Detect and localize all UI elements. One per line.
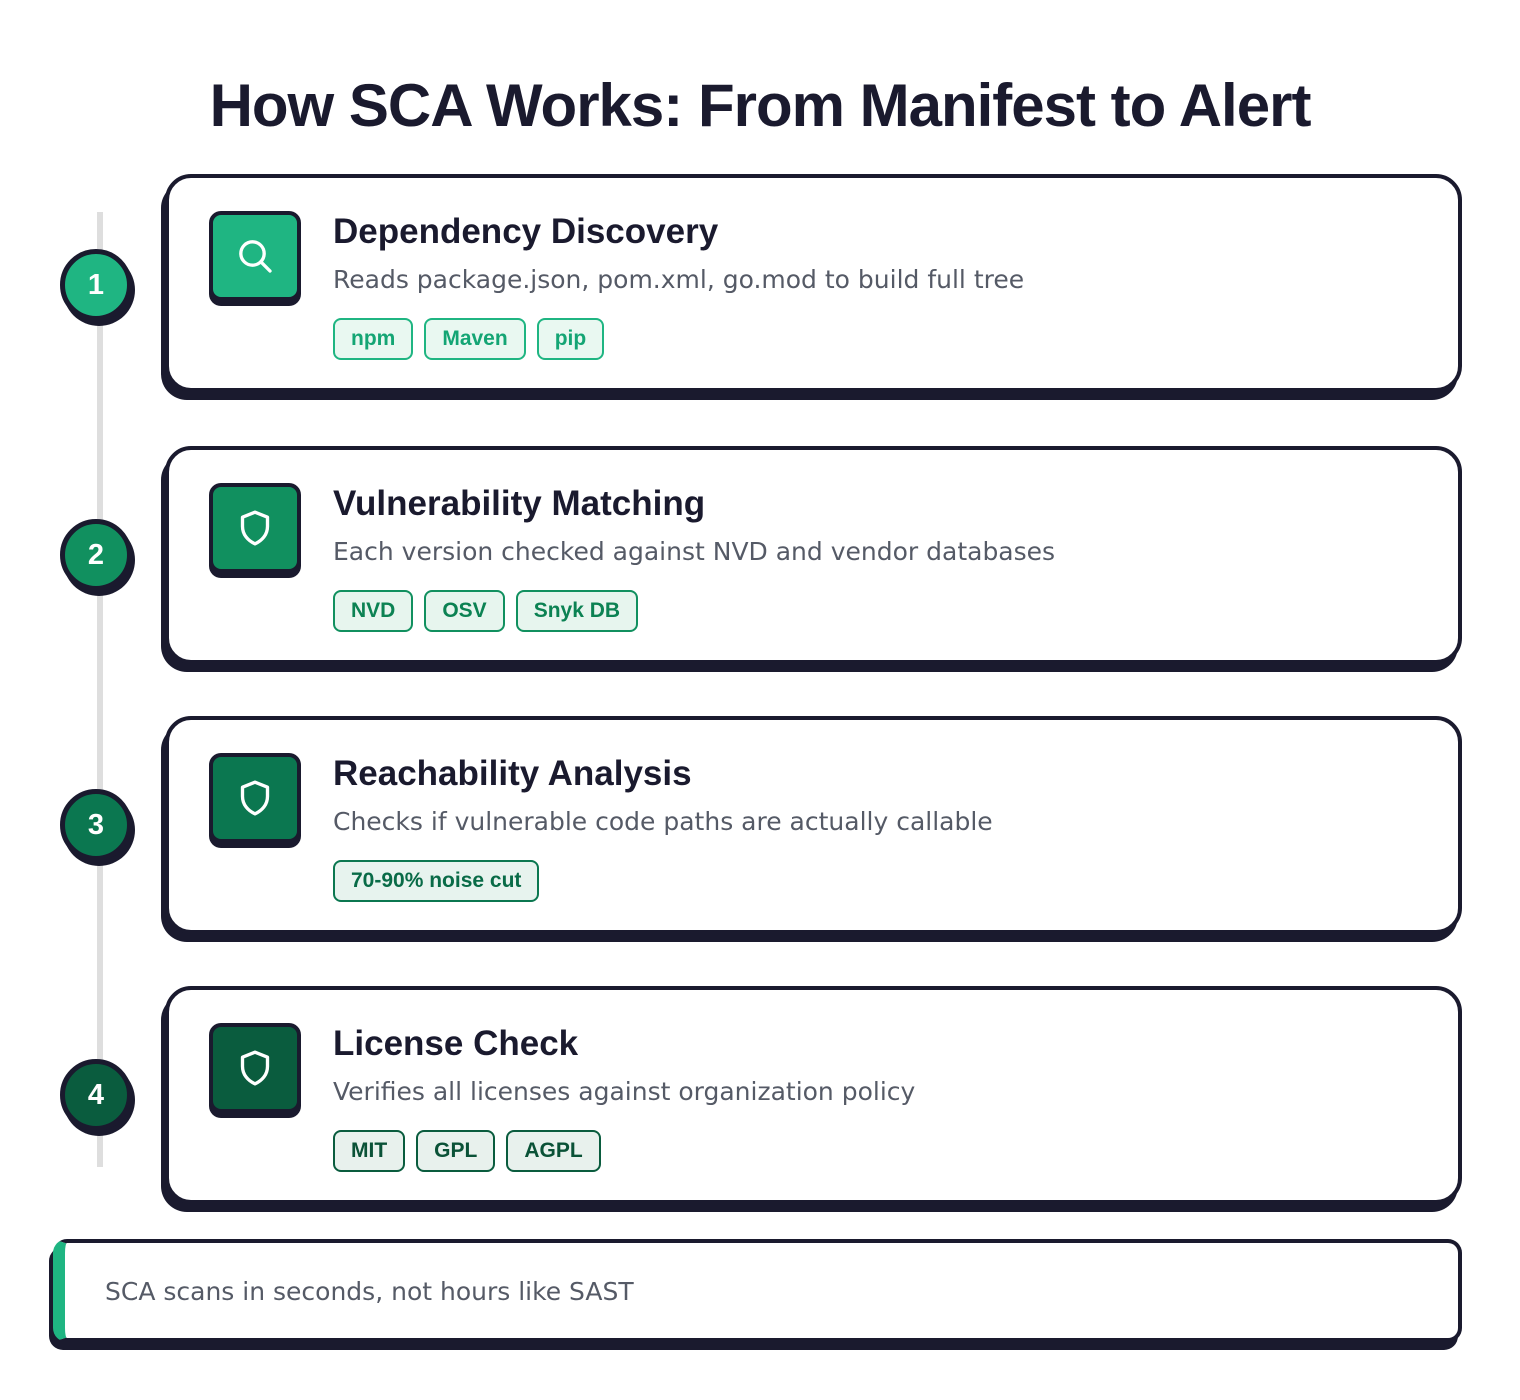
tag-mit: MIT bbox=[333, 1130, 406, 1172]
tag-maven: Maven bbox=[424, 318, 526, 360]
step-number-2: 2 bbox=[60, 519, 132, 591]
tag-noise-cut: 70-90% noise cut bbox=[333, 860, 540, 902]
step-description: Checks if vulnerable code paths are actu… bbox=[333, 807, 993, 836]
tag-osv: OSV bbox=[424, 590, 505, 632]
tag-gpl: GPL bbox=[416, 1130, 496, 1172]
tag-list: MIT GPL AGPL bbox=[333, 1130, 601, 1172]
tag-nvd: NVD bbox=[333, 590, 414, 632]
step-number-1: 1 bbox=[60, 249, 132, 321]
callout-note: SCA scans in seconds, not hours like SAS… bbox=[53, 1239, 1462, 1342]
step-card-dependency-discovery: Dependency Discovery Reads package.json,… bbox=[165, 174, 1462, 392]
tag-agpl: AGPL bbox=[506, 1130, 601, 1172]
shield-icon bbox=[209, 1023, 301, 1113]
tag-list: NVD OSV Snyk DB bbox=[333, 590, 639, 632]
step-number-4: 4 bbox=[60, 1059, 132, 1131]
step-card-reachability-analysis: Reachability Analysis Checks if vulnerab… bbox=[165, 716, 1462, 934]
shield-icon bbox=[209, 753, 301, 843]
tag-list: npm Maven pip bbox=[333, 318, 605, 360]
page-title: How SCA Works: From Manifest to Alert bbox=[209, 72, 1312, 139]
step-card-license-check: License Check Verifies all licenses agai… bbox=[165, 986, 1462, 1204]
step-title: Reachability Analysis bbox=[333, 754, 692, 793]
step-number-3: 3 bbox=[60, 789, 132, 861]
callout-text: SCA scans in seconds, not hours like SAS… bbox=[105, 1277, 634, 1306]
step-title: Dependency Discovery bbox=[333, 212, 719, 251]
step-description: Reads package.json, pom.xml, go.mod to b… bbox=[333, 265, 1025, 294]
step-title: Vulnerability Matching bbox=[333, 484, 706, 523]
tag-list: 70-90% noise cut bbox=[333, 860, 540, 902]
tag-snyk-db: Snyk DB bbox=[515, 590, 639, 632]
step-description: Verifies all licenses against organizati… bbox=[333, 1077, 916, 1106]
shield-icon bbox=[209, 483, 301, 573]
step-card-vulnerability-matching: Vulnerability Matching Each version chec… bbox=[165, 446, 1462, 664]
tag-pip: pip bbox=[536, 318, 605, 360]
tag-npm: npm bbox=[333, 318, 414, 360]
search-icon bbox=[209, 211, 301, 301]
step-description: Each version checked against NVD and ven… bbox=[333, 537, 1056, 566]
timeline-line bbox=[97, 212, 103, 1167]
step-title: License Check bbox=[333, 1024, 579, 1063]
